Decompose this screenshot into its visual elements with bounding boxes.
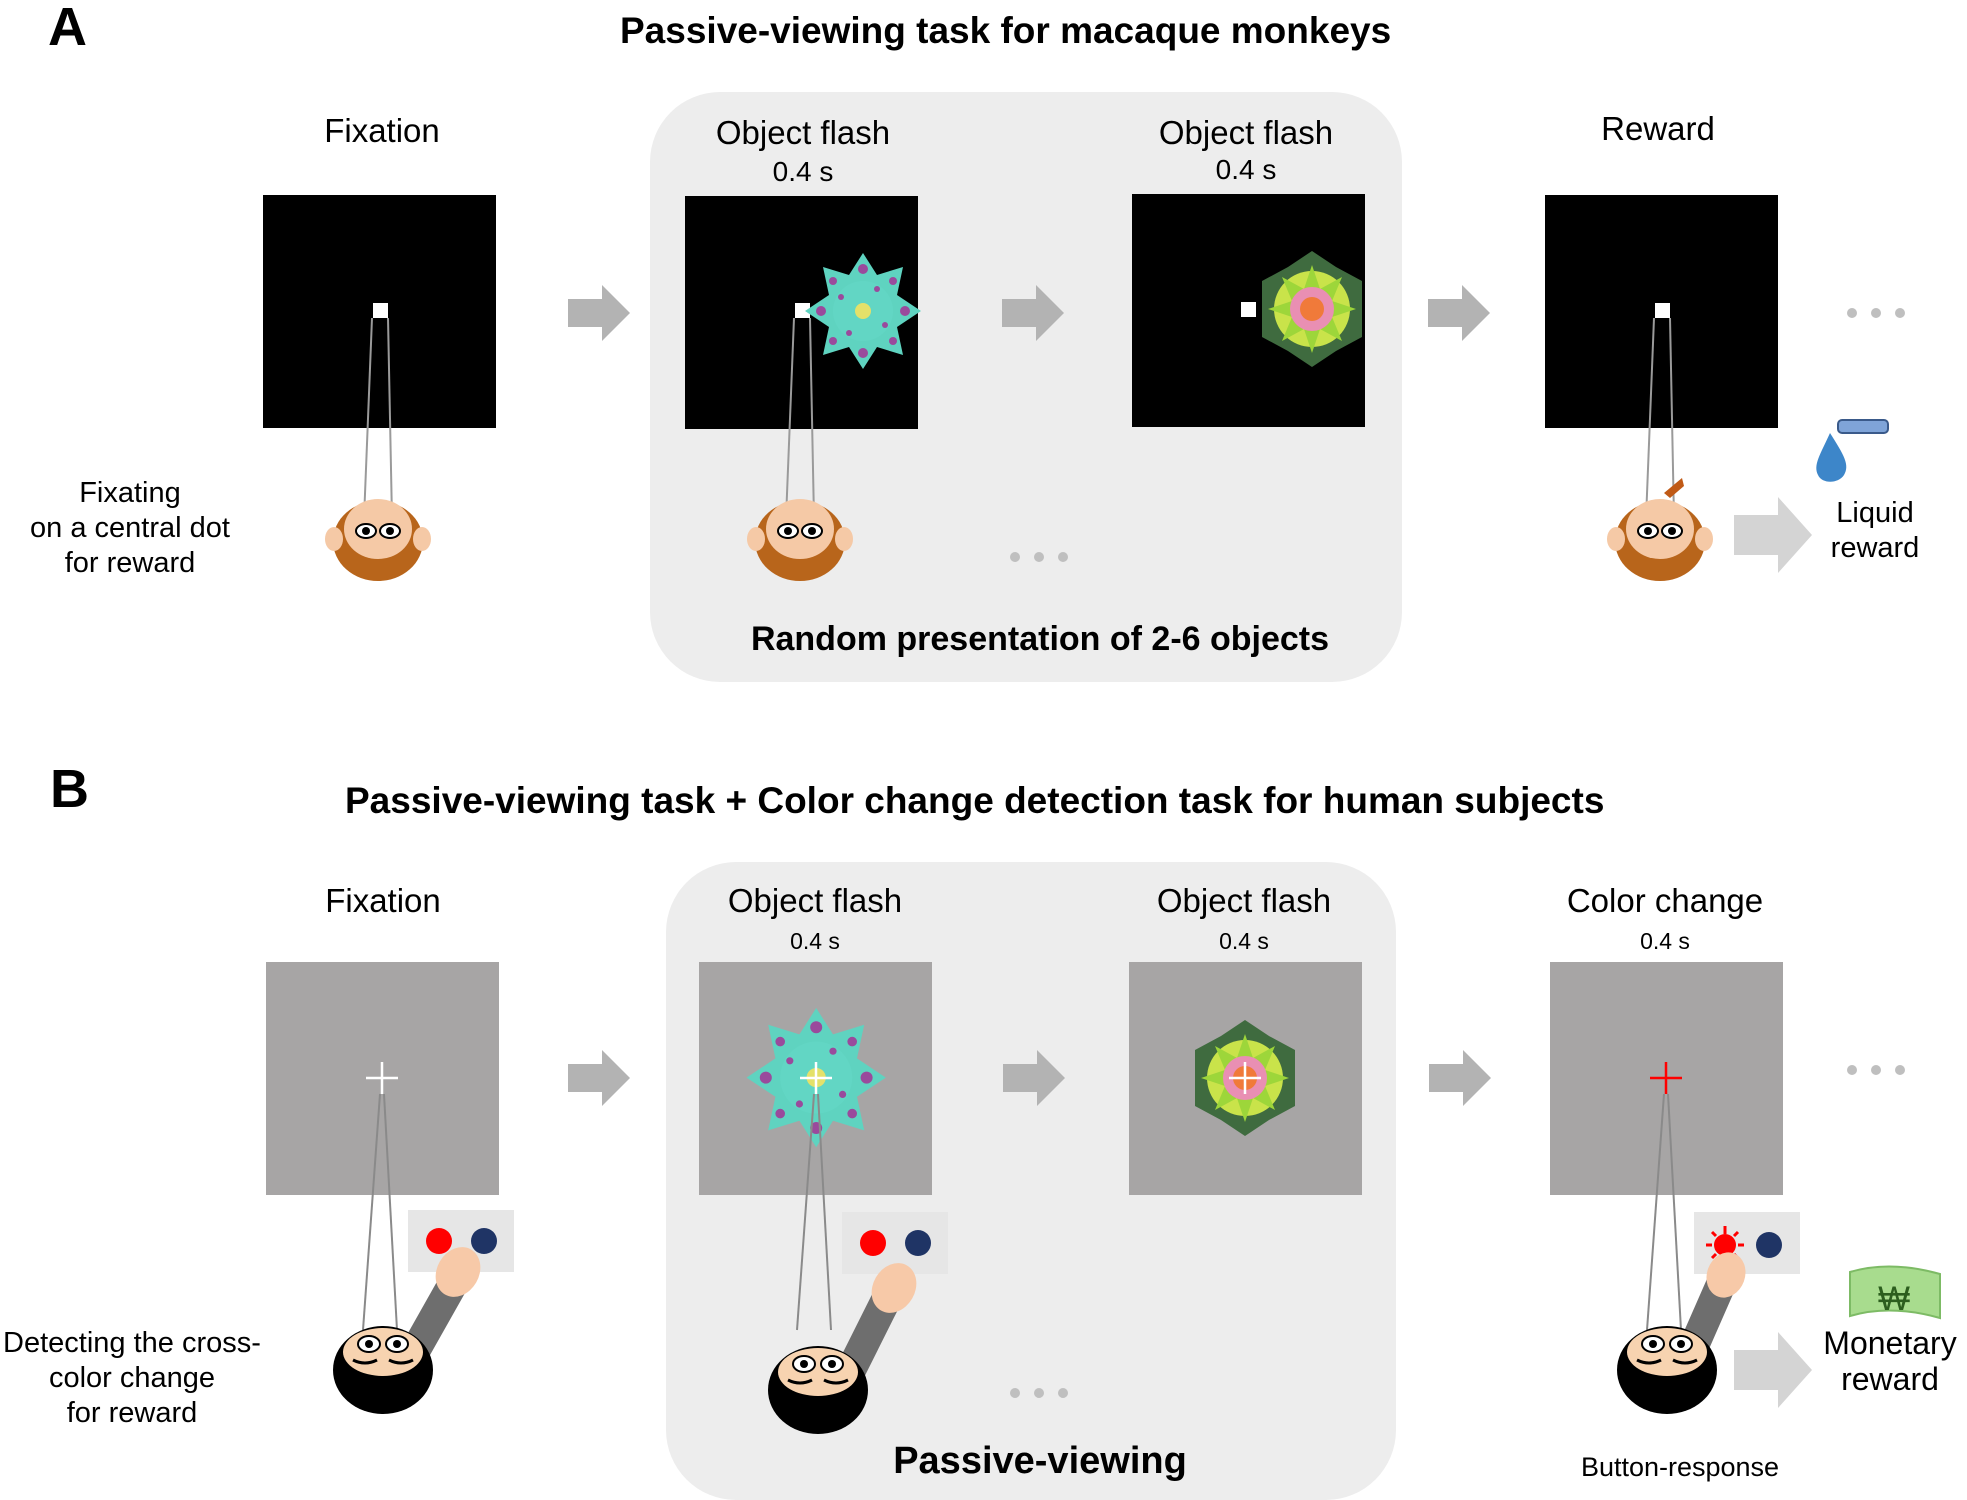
panel-a-arrow-1-icon (568, 285, 630, 341)
panel-a-fixation-note-line-1: Fixating (79, 477, 181, 509)
panel-b-object-flash-2-duration: 0.4 s (1219, 928, 1269, 954)
panel-a-reward-label: Reward (1601, 110, 1715, 147)
panel-b-fixation-note-line-3: for reward (66, 1396, 198, 1429)
panel-b-ellipsis-icon (1847, 1065, 1905, 1075)
panel-b-object-flash-1-label: Object flash (727, 882, 903, 919)
panel-a-fixation-dot-4 (1655, 303, 1670, 318)
panel-b-color-change-duration: 0.4 s (1640, 928, 1690, 954)
panel-b-object-flash-2-label: Object flash (1156, 882, 1332, 919)
panel-a-object-2-image (1262, 251, 1362, 367)
panel-a-object-flash-1-label: Object flash (715, 114, 891, 151)
panel-b-fixation-note-line-2: color change (48, 1361, 216, 1394)
panel-a-reward-note-line-2: reward (1830, 531, 1920, 564)
panel-b-fixation-label: Fixation (325, 882, 441, 919)
panel-a-object-1-image (805, 253, 921, 369)
panel-letter-b: B (50, 759, 89, 819)
panel-a-reward-note-line-1: Liquid (1836, 497, 1914, 529)
panel-a-fixation-label: Fixation (324, 112, 440, 149)
panel-a-gaze-lines (363, 317, 1675, 520)
panel-b-button-caption: Button-response (1580, 1452, 1780, 1482)
panel-a-reward-arrow-icon (1734, 497, 1812, 573)
panel-a-inner-ellipsis-icon (1010, 552, 1068, 562)
panel-b-reward-note-line-2: reward (1841, 1360, 1939, 1397)
panel-a-reward-note: Liquid reward (1800, 496, 1950, 566)
panel-a-water-drop-icon (1816, 419, 1889, 482)
panel-a-object-flash-1-duration: 0.4 s (772, 156, 834, 187)
panel-b-currency-symbol: ₩ (1878, 1280, 1910, 1318)
panel-a-arrow-2-icon (1002, 285, 1064, 341)
panel-b-arrow-1-icon (568, 1050, 630, 1106)
panel-b-red-cross (1650, 1062, 1682, 1094)
panel-a-monkey-1-icon (324, 498, 432, 582)
panel-a-monkey-2-icon (746, 498, 854, 582)
panel-a-fixation-note-line-2: on a central dot (30, 511, 230, 544)
panel-b-object-flash-1-duration: 0.4 s (790, 928, 840, 954)
panel-b-arrow-2-icon (1003, 1050, 1065, 1106)
panel-a-monkey-3-icon (1606, 498, 1714, 582)
panel-b-human-3-icon (1615, 1324, 1719, 1416)
panel-a-fixation-dot-1 (373, 303, 388, 318)
panel-a-arrow-3-icon (1428, 285, 1490, 341)
panel-b-human-2-icon (766, 1344, 870, 1436)
panel-b-banknote-icon (1849, 1265, 1941, 1320)
panel-b-fixation-note-line-1: Detecting the cross- (3, 1327, 261, 1359)
panel-b-inner-ellipsis-icon (1010, 1388, 1068, 1398)
panel-b-fixation-cross-3 (1229, 1062, 1261, 1094)
panel-a-reward-tube-icon (1664, 478, 1684, 498)
panel-b-gaze-lines (362, 1093, 1682, 1331)
panel-b-arrow-3-icon (1429, 1050, 1491, 1106)
panel-b-reward-note: Monetary reward (1810, 1325, 1967, 1398)
panel-b-fixation-cross-1 (366, 1062, 398, 1094)
panel-b-human-1-icon (331, 1324, 435, 1416)
panel-a-object-flash-2-duration: 0.4 s (1215, 154, 1277, 185)
panel-b-fixation-note: Detecting the cross- color change for re… (0, 1326, 264, 1430)
panel-b-title: Passive-viewing task + Color change dete… (345, 780, 1605, 821)
panel-a-fixation-note: Fixating on a central dot for reward (20, 476, 240, 580)
panel-a-title: Passive-viewing task for macaque monkeys (620, 10, 1392, 51)
panel-a-fixation-note-line-3: for reward (64, 546, 196, 579)
panel-b-passive-caption: Passive-viewing (893, 1440, 1187, 1482)
panel-b-reward-arrow-icon (1734, 1332, 1812, 1408)
panel-a-fixation-dot-2 (795, 303, 810, 318)
panel-letter-a: A (48, 0, 87, 57)
panel-b-fixation-cross-2 (800, 1062, 832, 1094)
panel-a-ellipsis-icon (1847, 308, 1905, 318)
panel-b-color-change-label: Color change (1566, 882, 1764, 919)
panel-b-reward-note-line-1: Monetary (1823, 1325, 1957, 1361)
panel-a-object-flash-2-label: Object flash (1158, 114, 1334, 151)
panel-a-random-caption: Random presentation of 2-6 objects (750, 620, 1330, 658)
panel-a-fixation-dot-3 (1241, 302, 1256, 317)
